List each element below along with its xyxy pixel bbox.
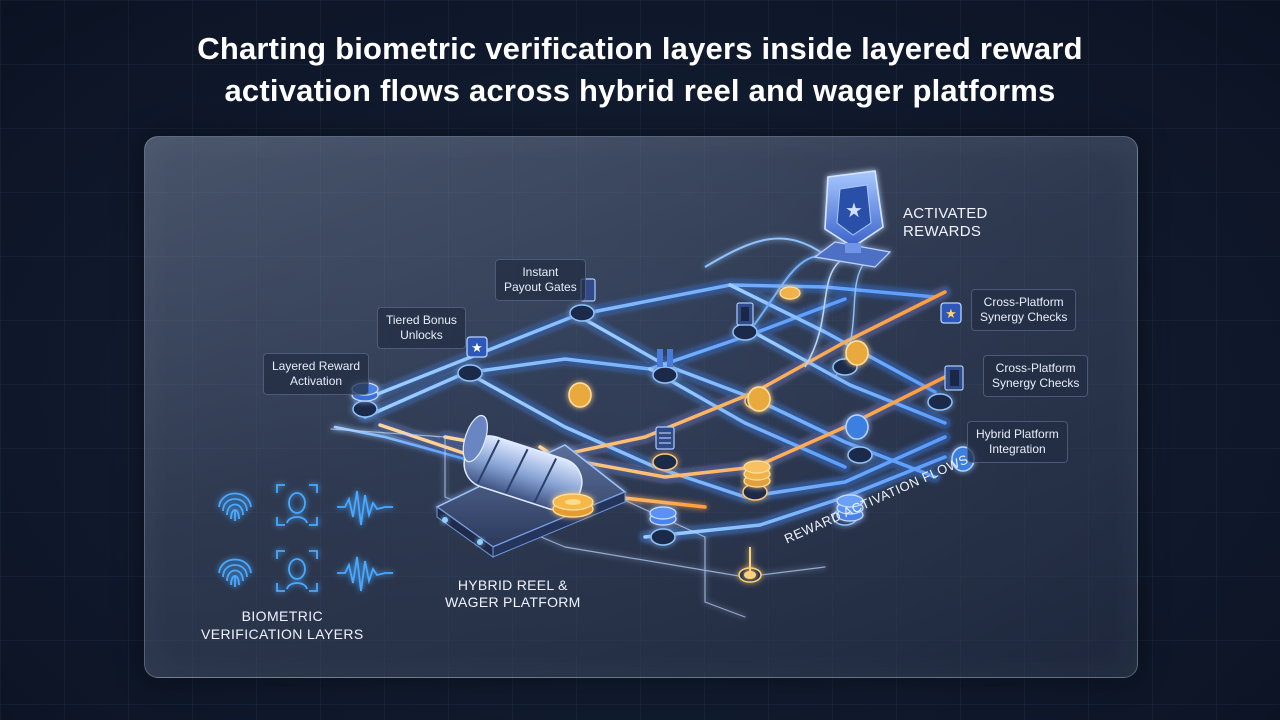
gate-icon (945, 366, 963, 390)
coin-icon (569, 383, 591, 407)
svg-text:★: ★ (945, 307, 957, 322)
gate-icon (737, 303, 753, 325)
star-badge-icon: ★ (941, 303, 961, 323)
face-scan-icon (277, 485, 317, 525)
label-biometric-verification-layers: BIOMETRIC VERIFICATION LAYERS (201, 607, 364, 643)
coin-icon (846, 341, 868, 365)
label-cross-platform-synergy-1: Cross-Platform Synergy Checks (971, 289, 1076, 331)
label-line: Hybrid Platform (976, 427, 1059, 442)
fingerprint-icon (219, 560, 251, 588)
label-line: REWARDS (903, 223, 988, 241)
page-title: Charting biometric verification layers i… (100, 28, 1180, 112)
label-line: Synergy Checks (980, 310, 1067, 325)
voice-waveform-icon (337, 557, 393, 591)
label-line: Payout Gates (504, 280, 577, 295)
label-line: Activation (272, 374, 360, 389)
track-node (458, 365, 482, 381)
biometric-icons (219, 485, 393, 591)
coin-icon (780, 287, 800, 299)
coin-icon (748, 387, 770, 411)
label-layered-reward-activation: Layered Reward Activation (263, 353, 369, 395)
track-node (848, 447, 872, 463)
track-node (653, 454, 677, 470)
label-line: Cross-Platform (992, 361, 1079, 376)
label-instant-payout-gates: Instant Payout Gates (495, 259, 586, 301)
gate-icon (656, 427, 674, 449)
casino-chip-icon (744, 461, 770, 487)
label-line: Unlocks (386, 328, 457, 343)
face-scan-icon (277, 551, 317, 591)
track-node (651, 529, 675, 545)
label-hybrid-reel-wager-platform: HYBRID REEL & WAGER PLATFORM (445, 577, 581, 611)
voice-waveform-icon (337, 491, 393, 525)
title-line-2: activation flows across hybrid reel and … (100, 70, 1180, 112)
flow-diagram: ★ ★ (145, 137, 1137, 677)
label-line: HYBRID REEL & (445, 577, 581, 594)
label-line: ACTIVATED (903, 205, 988, 223)
label-line: Instant (504, 265, 577, 280)
label-line: WAGER PLATFORM (445, 594, 581, 611)
label-hybrid-platform-integration: Hybrid Platform Integration (967, 421, 1068, 463)
track-node (570, 305, 594, 321)
track-node (353, 401, 377, 417)
diagram-panel: ★ ★ (144, 136, 1138, 678)
track-node (733, 324, 757, 340)
star-badge-icon: ★ (467, 337, 487, 357)
label-line: Layered Reward (272, 359, 360, 374)
trophy-shield-icon: ★ (815, 171, 890, 267)
casino-chip-icon (553, 494, 593, 517)
label-activated-rewards: ACTIVATED REWARDS (903, 205, 988, 241)
label-tiered-bonus-unlocks: Tiered Bonus Unlocks (377, 307, 466, 349)
title-line-1: Charting biometric verification layers i… (100, 28, 1180, 70)
svg-text:★: ★ (845, 198, 863, 222)
coin-icon (846, 415, 868, 439)
track-node (653, 367, 677, 383)
fingerprint-icon (219, 494, 251, 522)
label-line: Integration (976, 442, 1059, 457)
track-node (928, 394, 952, 410)
label-line: VERIFICATION LAYERS (201, 625, 364, 643)
svg-text:★: ★ (471, 341, 483, 356)
label-line: BIOMETRIC (201, 607, 364, 625)
label-line: Cross-Platform (980, 295, 1067, 310)
pin-icon (744, 547, 756, 579)
casino-chip-icon (650, 507, 676, 525)
hybrid-platform (437, 413, 625, 557)
label-line: Synergy Checks (992, 376, 1079, 391)
label-line: Tiered Bonus (386, 313, 457, 328)
label-cross-platform-synergy-2: Cross-Platform Synergy Checks (983, 355, 1088, 397)
